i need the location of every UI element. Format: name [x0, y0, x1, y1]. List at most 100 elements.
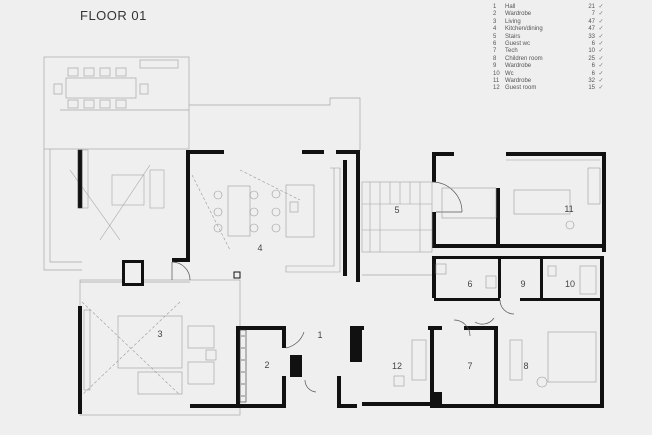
check-icon: ✓ [598, 4, 604, 10]
washbasin [435, 263, 447, 275]
stool [213, 223, 223, 233]
check-icon: ✓ [598, 40, 604, 47]
legend-room-name: Living [505, 18, 521, 25]
chair [115, 99, 127, 109]
chair [139, 83, 149, 95]
stairs [361, 181, 433, 253]
armchair [187, 325, 215, 349]
legend-room-name: Hall [505, 4, 516, 10]
side-table [205, 349, 217, 361]
wall [432, 152, 436, 182]
legend-room-name: Kitchen/dining [505, 26, 543, 33]
service-fixtures [435, 263, 597, 388]
terrace-lounge [69, 149, 165, 241]
chair [83, 67, 95, 77]
column-inner [125, 263, 141, 283]
deck-outline [43, 149, 82, 271]
window-hatched [239, 329, 247, 403]
wall [494, 326, 498, 408]
room-label-wardrobe-11: 11 [564, 204, 573, 214]
legend-number: 2 [493, 11, 497, 18]
wall [350, 326, 364, 330]
kitchen-counter [285, 167, 341, 273]
plan-title: FLOOR 01 [80, 8, 147, 23]
room-label-guest-room: 12 [392, 361, 402, 371]
legend-number: 4 [493, 26, 497, 33]
check-icon: ✓ [598, 55, 604, 62]
wall [436, 244, 606, 248]
door-swing [499, 299, 515, 315]
room-label-living: 3 [157, 329, 162, 339]
terrace-bench [81, 149, 89, 209]
check-icon: ✓ [598, 48, 604, 55]
chair [115, 67, 127, 77]
terrace-outline [43, 56, 190, 150]
door-swing [285, 331, 305, 349]
legend-area: 6 [591, 70, 595, 77]
check-icon: ✓ [598, 26, 604, 33]
deck-inner-line [49, 149, 82, 263]
terrace-table [65, 77, 137, 99]
walls [78, 150, 606, 414]
wall [506, 152, 606, 156]
legend-area: 33 [588, 33, 595, 40]
legend-area: 15 [588, 85, 595, 92]
room-label-wardrobe-9: 9 [520, 279, 525, 289]
pillar [233, 271, 241, 279]
guest-chair [393, 375, 405, 387]
kitchen-island [285, 184, 315, 238]
guest-bed [411, 339, 427, 381]
legend-area: 7 [591, 11, 595, 18]
sofa [137, 371, 183, 395]
room-label-wardrobe-2: 2 [264, 360, 269, 370]
legend-room-name: Tech [505, 48, 518, 55]
room-label-children: 8 [523, 361, 528, 371]
wardrobe-11-furniture [441, 159, 601, 230]
legend-area: 10 [588, 48, 595, 55]
room-label-stairs: 5 [394, 205, 399, 215]
wall [430, 326, 434, 406]
wall [186, 150, 224, 154]
stool [271, 207, 281, 217]
check-icon: ✓ [598, 33, 604, 40]
chair [67, 67, 79, 77]
wall [337, 404, 357, 408]
dining-table [227, 185, 251, 237]
wall [600, 256, 604, 298]
terrace-dining-set [53, 67, 149, 109]
wall [434, 298, 500, 301]
wall [498, 258, 501, 298]
wall [432, 212, 436, 248]
wall [186, 150, 190, 260]
legend-room-name: Guest wc [505, 40, 531, 47]
room-labels: 1 2 3 4 5 6 7 8 9 10 11 12 [157, 204, 575, 371]
wall [236, 326, 286, 330]
desk [509, 339, 523, 381]
wall [350, 326, 362, 362]
check-icon: ✓ [598, 77, 604, 84]
chair [67, 99, 79, 109]
wall [494, 404, 604, 408]
wall [282, 376, 286, 408]
light-line [239, 169, 301, 201]
legend-room-name: Children room [505, 55, 543, 62]
roof-line [189, 97, 361, 150]
door-swing [304, 379, 317, 393]
wall [428, 326, 442, 330]
stool [271, 223, 281, 233]
stool [249, 207, 259, 217]
wall [356, 150, 360, 282]
wall [336, 150, 360, 154]
check-icon: ✓ [598, 70, 604, 77]
wall [496, 188, 500, 248]
stool [249, 223, 259, 233]
shower [579, 265, 597, 295]
legend-number: 8 [493, 55, 497, 62]
rug [117, 315, 183, 369]
